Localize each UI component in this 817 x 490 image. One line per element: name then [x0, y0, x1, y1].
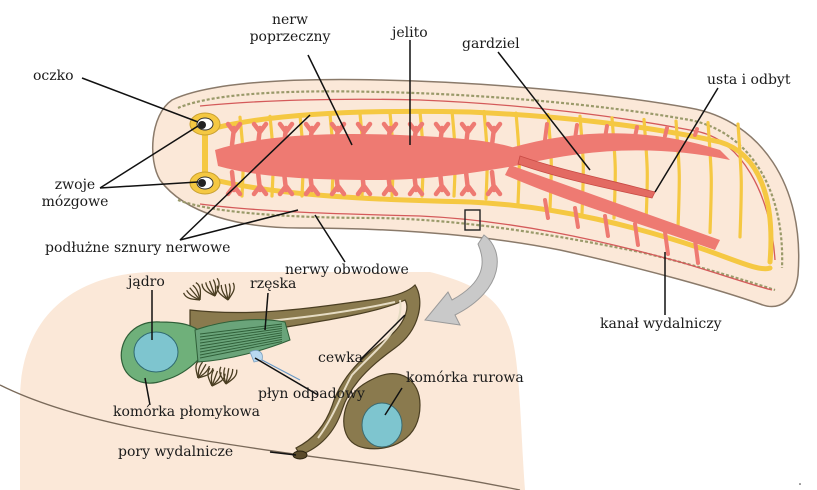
label-komorka-rurowa: komórka rurowa — [406, 370, 524, 387]
cerebral-ganglion-lower — [190, 172, 220, 194]
label-plyn-odpadowy: płyn odpadowy — [258, 386, 365, 403]
label-nerwy-obwodowe: nerwy obwodowe — [285, 262, 409, 279]
label-nerw-poprzeczny: nerw poprzeczny — [240, 12, 340, 46]
label-gardziel: gardziel — [462, 36, 520, 53]
gut-diverticulum-posterior — [605, 126, 607, 138]
gut-diverticulum-posterior — [545, 124, 547, 140]
label-pory-wydalnicze: pory wydalnicze — [118, 444, 233, 461]
label-usta-i-odbyt: usta i odbyt — [707, 72, 790, 89]
label-jadro: jądro — [128, 274, 165, 291]
cerebral-ganglion-upper — [190, 113, 220, 135]
gut-diverticulum-posterior — [695, 129, 697, 135]
gut-diverticulum-posterior — [635, 127, 637, 137]
flame-cell-nucleus — [134, 332, 178, 372]
gut-diverticulum-posterior — [575, 125, 577, 139]
label-komorka-plomykowa: komórka płomykowa — [113, 404, 260, 421]
label-oczko: oczko — [33, 68, 74, 85]
label-rzeska: rzęska — [250, 276, 296, 293]
label-kanal-wydalniczy: kanał wydalniczy — [600, 316, 721, 333]
label-zwoje-mozgowe: zwoje mózgowe — [35, 177, 115, 211]
label-jelito: jelito — [392, 25, 428, 42]
gut-diverticulum-posterior — [665, 128, 667, 136]
label-podluzne-sznury: podłużne sznury nerwowe — [45, 240, 230, 257]
tubule-cell-nucleus — [362, 403, 402, 447]
label-cewka: cewka — [318, 350, 363, 367]
